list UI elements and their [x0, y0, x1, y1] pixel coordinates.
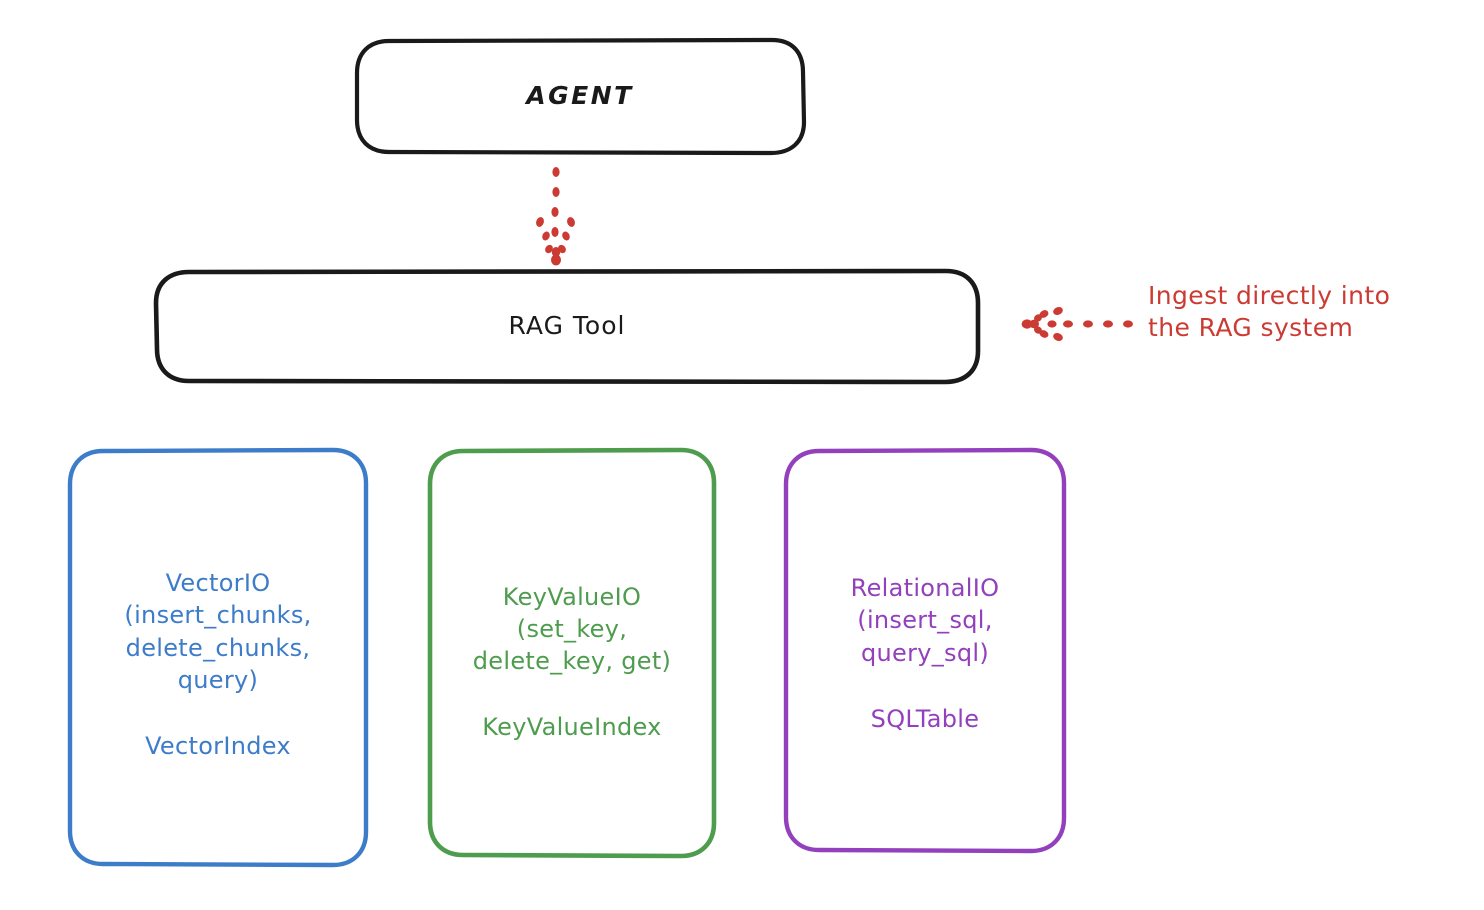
node-vectorio-index-label: VectorIndex [145, 731, 291, 760]
node-relationalio[interactable]: RelationalIO (insert_sql, query_sql) SQL… [786, 450, 1064, 851]
node-relationalio-content: RelationalIO (insert_sql, query_sql) SQL… [792, 572, 1058, 732]
node-vectorio-content: VectorIO (insert_chunks, delete_chunks, … [76, 567, 360, 760]
node-rag-tool[interactable]: RAG Tool [156, 271, 978, 382]
node-keyvalueio-index-label: KeyValueIndex [482, 713, 662, 742]
node-agent[interactable]: AGENT [357, 40, 803, 153]
node-vectorio[interactable]: VectorIO (insert_chunks, delete_chunks, … [70, 450, 366, 865]
annotation-ingest-directly: Ingest directly into the RAG system [1148, 281, 1391, 342]
node-keyvalueio-content: KeyValueIO (set_key, delete_key, get) Ke… [436, 581, 708, 741]
ingest-to-rag-connector [1021, 307, 1133, 341]
node-keyvalueio-api-label: KeyValueIO (set_key, delete_key, get) [472, 582, 672, 676]
node-vectorio-api-label: VectorIO (insert_chunks, delete_chunks, … [124, 569, 312, 694]
node-relationalio-index-label: SQLTable [870, 704, 980, 733]
node-relationalio-api-label: RelationalIO (insert_sql, query_sql) [850, 574, 1000, 667]
node-agent-label: AGENT [526, 81, 634, 111]
node-rag-tool-label: RAG Tool [508, 311, 626, 341]
node-keyvalueio[interactable]: KeyValueIO (set_key, delete_key, get) Ke… [430, 450, 714, 856]
agent-to-rag-connector [536, 167, 575, 266]
